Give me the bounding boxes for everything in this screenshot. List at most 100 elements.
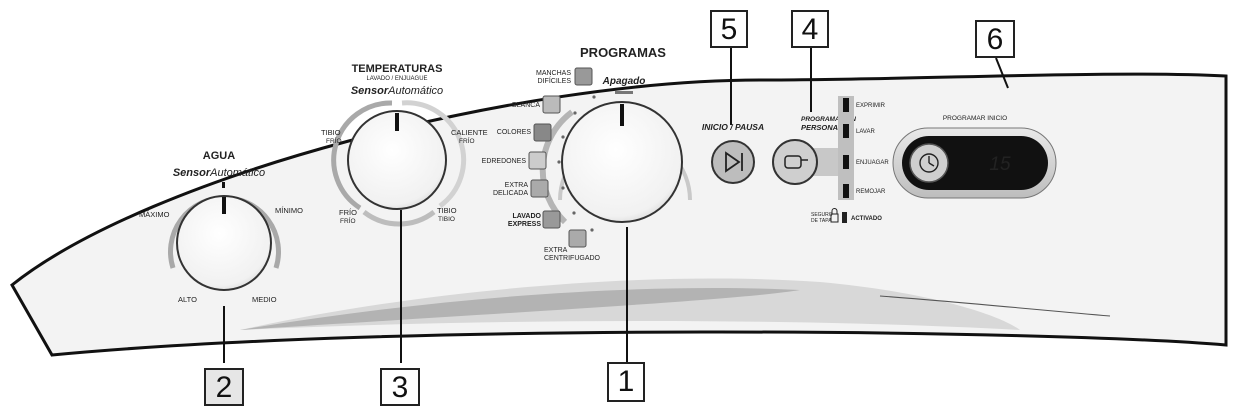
clock-icon	[919, 153, 939, 173]
lid-lock-label-2: DE TAPA	[811, 218, 832, 224]
option-remojar: REMOJAR	[856, 189, 886, 195]
water-label-max: MÁXIMO	[139, 210, 170, 219]
temperature-tibio-sub-bottom: TIBIO	[438, 216, 455, 223]
start-pause-label: INICIO / PAUSA	[702, 122, 764, 132]
water-sensor-label: SensorAutomático	[173, 167, 265, 179]
panel-swoosh-dark	[240, 287, 800, 330]
callout-5: 5	[710, 10, 748, 48]
colored-shirt-icon	[533, 123, 552, 142]
programs-title: PROGRAMAS	[580, 45, 666, 60]
temperature-subtitle: LAVADO / ENJUAGUE	[366, 76, 427, 82]
water-title: AGUA	[203, 150, 235, 162]
water-knob[interactable]	[176, 195, 272, 291]
personal-program-led-column	[838, 96, 854, 200]
program-label-extra-delicada-2: DELICADA	[493, 190, 528, 197]
callout-2: 2	[204, 368, 244, 406]
program-dot	[592, 95, 596, 99]
programs-off-marker	[615, 91, 633, 94]
program-dot	[573, 111, 577, 115]
hand-icon	[784, 155, 808, 169]
delicate-icon	[530, 179, 549, 198]
programs-knob[interactable]	[561, 101, 683, 223]
temperature-ring-bottom	[362, 209, 436, 227]
led-enjuagar	[843, 155, 849, 169]
program-dot	[572, 211, 576, 215]
temperature-tibio-bottom: TIBIO	[437, 206, 457, 215]
program-label-extra-centrifugado-1: EXTRA	[544, 247, 568, 254]
water-section: AGUA SensorAutomático MÁXIMO MÍNIMO ALTO…	[139, 150, 303, 304]
program-label-extra-centrifugado-2: CENTRIFUGADO	[544, 255, 601, 262]
lid-lock-activated: ACTIVADO	[851, 216, 882, 222]
programs-off-label: Apagado	[602, 76, 646, 87]
personal-program-section: PROGRAMACIÓN PERSONAL EXPRIMIR LAVAR ENJ…	[772, 96, 889, 224]
temperature-frio-sub-right: FRÍO	[459, 136, 475, 145]
water-knob-pointer	[222, 197, 226, 214]
temperature-sensor-italic: Automático	[387, 85, 443, 97]
leader-6	[995, 57, 1009, 89]
temperature-section: TEMPERATURAS LAVADO / ENJUAGUE SensorAut…	[321, 63, 488, 227]
option-exprimir: EXPRIMIR	[856, 103, 886, 109]
lid-lock-label-1: SEGURO	[811, 212, 833, 218]
program-label-lavado-express-1: LAVADO	[512, 213, 541, 220]
personal-program-button[interactable]	[772, 139, 818, 185]
led-lid-lock	[842, 212, 847, 223]
program-label-manchas-2: DIFÍCILES	[538, 76, 572, 85]
water-label-high: ALTO	[178, 295, 197, 304]
temperature-ring-right	[401, 100, 467, 209]
callout-6: 6	[975, 20, 1015, 58]
led-remojar	[843, 184, 849, 198]
program-dot	[561, 135, 565, 139]
start-pause-button[interactable]	[711, 140, 755, 184]
delay-start-section: PROGRAMAR INICIO 15	[892, 115, 1057, 199]
personal-program-label-2: PERSONAL	[801, 123, 843, 132]
stain-icon	[574, 67, 593, 86]
express-icon	[542, 210, 561, 229]
programs-section: PROGRAMAS Apagado MANCHAS DIFÍCILES BLAN…	[482, 45, 692, 262]
temperature-ring-left	[331, 100, 393, 211]
callout-4: 4	[791, 10, 829, 48]
temperature-frio-bottom: FRÍO	[339, 208, 357, 217]
water-sensor-bold: Sensor	[173, 167, 211, 179]
program-label-manchas-1: MANCHAS	[536, 70, 571, 77]
program-dot	[590, 228, 594, 232]
led-lavar	[843, 124, 849, 138]
personal-program-connector	[810, 148, 842, 176]
start-pause-section: INICIO / PAUSA	[702, 122, 764, 184]
temperature-sensor-bold: Sensor	[351, 85, 389, 97]
delay-start-readout: 15	[989, 154, 1011, 175]
temperature-sensor-label: SensorAutomático	[351, 85, 443, 97]
comforter-icon	[528, 151, 547, 170]
programs-knob-pointer	[620, 104, 624, 126]
delay-start-label: PROGRAMAR INICIO	[943, 115, 1007, 122]
temperature-title: TEMPERATURAS	[352, 63, 443, 75]
personal-program-label-1: PROGRAMACIÓN	[801, 114, 856, 123]
program-dot	[561, 186, 565, 190]
callout-3: 3	[380, 368, 420, 406]
program-label-edredones: EDREDONES	[482, 158, 527, 165]
spin-icon	[568, 229, 587, 248]
water-sensor-italic: Automático	[209, 167, 265, 179]
program-label-extra-delicada-1: EXTRA	[505, 182, 529, 189]
water-label-min: MÍNIMO	[275, 206, 303, 215]
lock-icon	[830, 208, 839, 223]
program-label-lavado-express-2: EXPRESS	[508, 221, 541, 228]
panel-accent-line	[879, 295, 1111, 317]
program-label-blanca: BLANCA	[512, 102, 540, 109]
temperature-caliente: CALIENTE	[451, 128, 488, 137]
water-label-medium: MEDIO	[252, 295, 277, 304]
program-dot	[557, 160, 561, 164]
temperature-knob[interactable]	[347, 110, 447, 210]
temperature-tibio-left: TIBIO	[321, 128, 341, 137]
temperature-frio-sub-left: FRÍO	[326, 136, 342, 145]
option-lavar: LAVAR	[856, 129, 875, 135]
callout-leaders	[223, 48, 1009, 363]
temperature-knob-pointer	[395, 113, 399, 131]
water-top-marker	[222, 182, 225, 188]
temperature-frio-sub-bottom: FRÍO	[340, 216, 356, 225]
led-exprimir	[843, 98, 849, 112]
play-pause-icon	[725, 151, 743, 173]
callout-1: 1	[607, 362, 645, 402]
white-shirt-icon	[542, 95, 561, 114]
program-label-colores: COLORES	[497, 129, 532, 136]
